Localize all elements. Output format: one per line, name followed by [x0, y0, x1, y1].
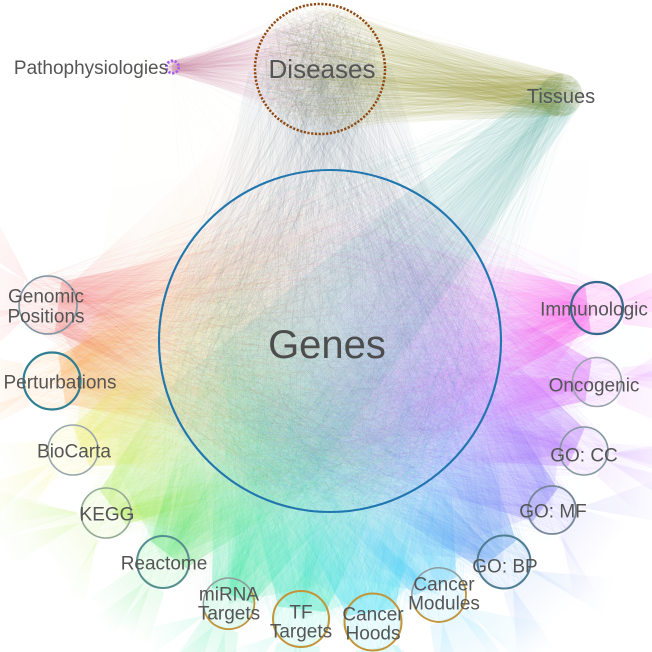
svg-text:miRNA: miRNA: [199, 585, 259, 606]
svg-text:BioCarta: BioCarta: [37, 442, 111, 463]
svg-text:Cancer: Cancer: [342, 605, 404, 626]
svg-text:GO: BP: GO: BP: [472, 557, 537, 578]
svg-text:KEGG: KEGG: [80, 505, 135, 526]
svg-text:Modules: Modules: [408, 594, 480, 615]
svg-text:GO: CC: GO: CC: [550, 446, 618, 467]
svg-text:TF: TF: [289, 603, 312, 624]
svg-text:Pathophysiologies: Pathophysiologies: [14, 58, 168, 79]
svg-text:Diseases: Diseases: [269, 54, 376, 84]
svg-text:Tissues: Tissues: [527, 86, 595, 108]
svg-text:Targets: Targets: [198, 604, 260, 625]
svg-text:Targets: Targets: [270, 622, 332, 643]
svg-text:Immunologic: Immunologic: [540, 300, 648, 321]
svg-text:Perturbations: Perturbations: [3, 373, 116, 394]
svg-text:Positions: Positions: [7, 307, 84, 328]
svg-text:GO: MF: GO: MF: [519, 502, 587, 523]
svg-text:Reactome: Reactome: [121, 554, 208, 575]
svg-text:Oncogenic: Oncogenic: [549, 376, 640, 397]
svg-text:Cancer: Cancer: [413, 575, 475, 596]
svg-text:Hoods: Hoods: [346, 624, 401, 645]
svg-text:Genomic: Genomic: [8, 287, 84, 308]
svg-text:Genes: Genes: [268, 323, 386, 367]
